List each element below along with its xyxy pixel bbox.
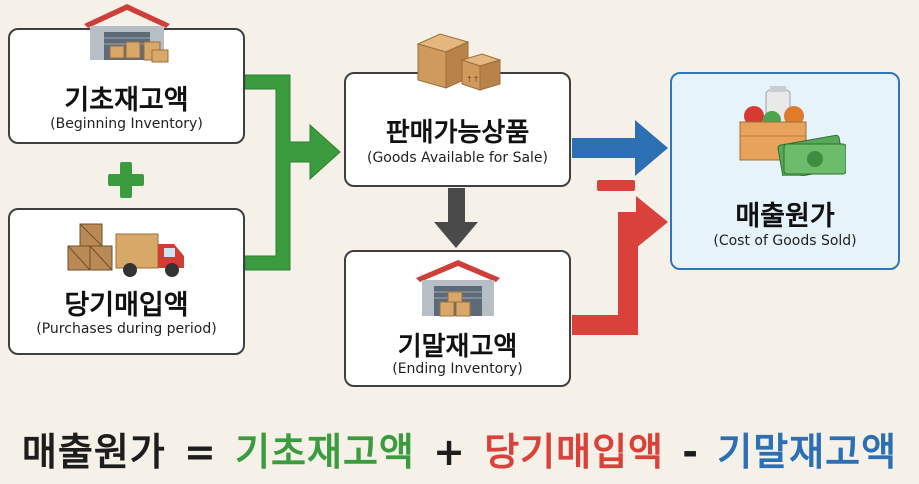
- formula-minus: -: [682, 430, 700, 474]
- formula-term-beginning: 기초재고액: [235, 430, 415, 474]
- red-arrow: [572, 196, 668, 335]
- purchases-box: 당기매입액 (Purchases during period): [8, 208, 245, 355]
- groceries-money-icon: [739, 86, 846, 176]
- purchases-subtitle: (Purchases during period): [36, 321, 217, 337]
- formula-term-purchases: 당기매입액: [484, 430, 665, 474]
- formula-equals: =: [184, 430, 217, 474]
- ending-inventory-title: 기말재고액: [397, 332, 518, 362]
- ending-inventory-box: 기말재고액 (Ending Inventory): [344, 250, 571, 387]
- cost-of-goods-sold-title: 매출원가: [735, 201, 835, 232]
- formula-term-ending: 기말재고액: [717, 430, 898, 474]
- ending-inventory-subtitle: (Ending Inventory): [392, 361, 523, 377]
- beginning-inventory-title: 기초재고액: [64, 85, 189, 116]
- formula-lhs: 매출원가: [21, 430, 166, 474]
- goods-available-subtitle: (Goods Available for Sale): [366, 150, 549, 166]
- down-arrow: [434, 188, 478, 248]
- minus-icon: [597, 180, 635, 191]
- cardboard-box-icon: ↑↑: [416, 33, 502, 91]
- svg-text:↑↑: ↑↑: [466, 75, 479, 84]
- warehouse-icon: [84, 4, 170, 63]
- green-merge-arrow: [244, 74, 341, 271]
- blue-arrow: [572, 120, 668, 176]
- purchases-title: 당기매입액: [64, 290, 189, 321]
- formula-plus: +: [433, 430, 466, 474]
- warehouse-icon: [416, 260, 500, 317]
- boxes-truck-icon: [67, 223, 184, 277]
- goods-available-title: 판매가능상품: [385, 118, 530, 148]
- plus-icon: [108, 162, 144, 198]
- beginning-inventory-subtitle: (Beginning Inventory): [50, 116, 203, 132]
- cost-of-goods-sold-subtitle: (Cost of Goods Sold): [713, 233, 857, 249]
- formula: 매출원가 = 기초재고액 + 당기매입액 - 기말재고액: [0, 421, 919, 476]
